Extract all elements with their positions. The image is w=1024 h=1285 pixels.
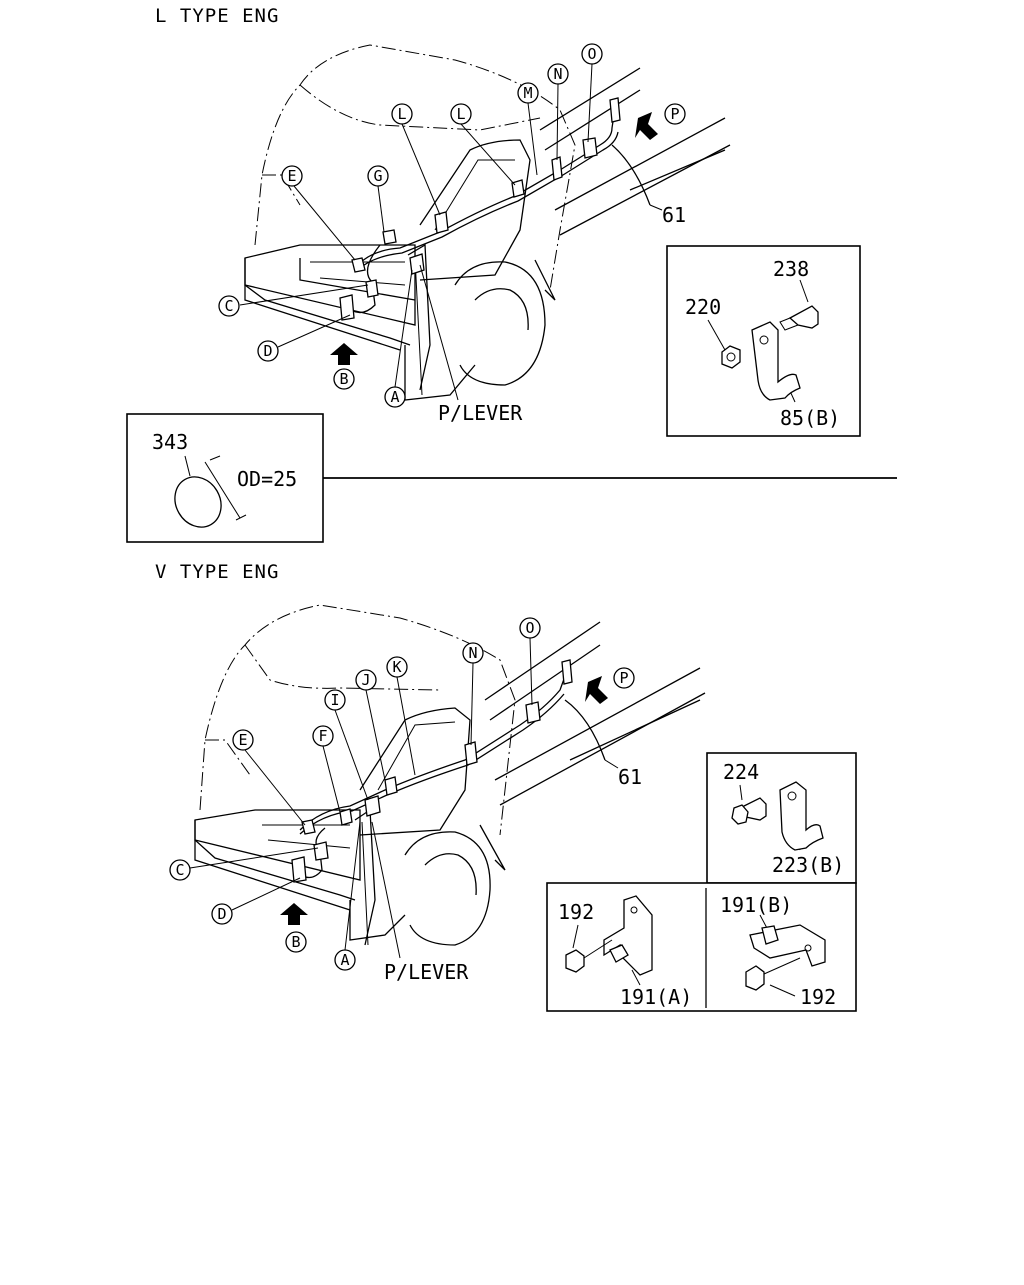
view-arrow-b-v — [280, 903, 308, 925]
l-type-clamp-detail: 238 220 85(B) — [666, 245, 861, 437]
svg-text:D: D — [263, 342, 272, 360]
clamp-223b-label: 223(B) — [772, 853, 844, 877]
svg-text:L: L — [456, 105, 465, 123]
callout-c: C — [218, 284, 369, 317]
callout-a: A — [384, 269, 413, 408]
v-type-header: V TYPE ENG — [155, 561, 279, 583]
l-type-parking-lever-label: P/LEVER — [438, 401, 523, 425]
callout-k: K — [386, 656, 416, 776]
l-type-truck-drawing — [244, 44, 731, 401]
callout-j: J — [355, 669, 386, 781]
grommet-od-label: OD=25 — [237, 467, 297, 491]
l-type-cable-part-number: 61 — [662, 203, 686, 227]
svg-text:A: A — [340, 951, 349, 969]
grommet-343-label: 343 — [152, 430, 188, 454]
callout-o: O — [581, 43, 603, 143]
l-type-header: L TYPE ENG — [155, 5, 279, 27]
callout-h: L — [391, 103, 441, 216]
svg-text:O: O — [587, 45, 596, 63]
callout-b: B — [285, 931, 307, 953]
view-arrow-p-l — [635, 112, 658, 140]
svg-text:E: E — [287, 167, 296, 185]
svg-text:B: B — [339, 370, 348, 388]
svg-text:C: C — [175, 861, 184, 879]
callout-d: D — [211, 877, 301, 925]
view-arrow-b-l — [330, 343, 358, 365]
svg-text:A: A — [390, 388, 399, 406]
svg-text:I: I — [330, 691, 339, 709]
callout-e: E — [281, 165, 356, 261]
nut-220-label: 220 — [685, 295, 721, 319]
callout-d: D — [257, 314, 351, 362]
callout-n: N — [462, 642, 484, 746]
callout-c: C — [169, 847, 319, 881]
callout-i: I — [324, 689, 369, 801]
svg-text:E: E — [238, 731, 247, 749]
svg-text:L: L — [397, 105, 406, 123]
bolt-238-label: 238 — [773, 257, 809, 281]
svg-text:N: N — [468, 644, 477, 662]
callout-f: F — [312, 725, 341, 813]
callout-a: A — [334, 821, 361, 971]
svg-text:C: C — [224, 297, 233, 315]
view-arrow-p-v — [585, 676, 608, 704]
v-type-clamp-detail: 224 223(B) — [706, 752, 857, 884]
svg-text:J: J — [361, 671, 370, 689]
l-type-callouts: L L M N O P E — [218, 43, 686, 425]
bracket-191b-label: 191(B) — [720, 893, 792, 917]
svg-text:B: B — [291, 933, 300, 951]
svg-text:N: N — [553, 65, 562, 83]
bolt-192-b-label: 192 — [800, 985, 836, 1009]
callout-l: L — [450, 103, 516, 186]
callout-p: P — [613, 667, 635, 689]
v-type-truck-drawing — [194, 604, 706, 946]
clamp-85b-label: 85(B) — [780, 406, 840, 430]
svg-text:O: O — [525, 619, 534, 637]
v-type-parking-lever-label: P/LEVER — [384, 960, 469, 984]
callout-p: P — [664, 103, 686, 125]
grommet-detail: 343 OD=25 — [126, 413, 324, 543]
svg-text:K: K — [392, 658, 401, 676]
svg-text:G: G — [373, 167, 382, 185]
callout-b: B — [333, 368, 355, 390]
bolt-224-label: 224 — [723, 760, 759, 784]
v-type-cable-part-number: 61 — [618, 765, 642, 789]
bracket-191a-label: 191(A) — [620, 985, 692, 1009]
svg-text:M: M — [523, 84, 532, 102]
callout-g: G — [367, 165, 389, 233]
v-type-callouts: I J K N O P E — [169, 617, 642, 984]
bolt-192-a-label: 192 — [558, 900, 594, 924]
callout-m: M — [517, 82, 539, 176]
svg-text:D: D — [217, 905, 226, 923]
callout-o: O — [519, 617, 541, 706]
v-type-bracket-detail: 192 191(A) 191(B) 192 — [546, 882, 857, 1012]
callout-e: E — [232, 729, 306, 826]
svg-text:P: P — [619, 669, 628, 687]
svg-text:F: F — [318, 727, 327, 745]
callout-n: N — [547, 63, 569, 161]
svg-text:P: P — [670, 105, 679, 123]
